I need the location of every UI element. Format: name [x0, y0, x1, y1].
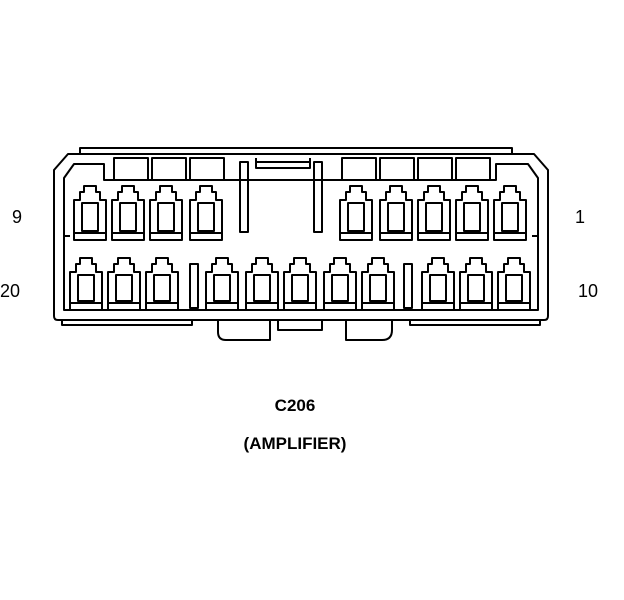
connector-id: C206 — [274, 396, 316, 415]
bottom-flange-right — [409, 319, 541, 326]
pin-cavity-bottom-15 — [283, 257, 317, 311]
pin-cavity-bottom-13 — [361, 257, 395, 311]
pin-label-top-right: 1 — [575, 207, 586, 227]
pin-label-top-left: 9 — [12, 207, 23, 227]
pin-cavity-bottom-16 — [245, 257, 279, 311]
divider-left — [189, 263, 199, 309]
connector-housing-inner — [63, 161, 539, 311]
pin-label-bottom-left: 20 — [0, 281, 21, 301]
divider-right — [403, 263, 413, 309]
connector-housing-outer — [53, 153, 549, 321]
bottom-latch-right — [345, 320, 393, 341]
bottom-latch-left — [217, 320, 271, 341]
pin-cavity-top-5 — [339, 185, 373, 241]
pin-cavities — [69, 185, 531, 311]
top-lock-tabs — [113, 157, 491, 181]
pin-cavity-top-6 — [189, 185, 223, 241]
center-key-right — [313, 179, 323, 233]
pin-cavity-top-4 — [379, 185, 413, 241]
pin-cavity-top-8 — [111, 185, 145, 241]
bottom-latch-center — [277, 319, 323, 331]
pin-cavity-bottom-14 — [323, 257, 357, 311]
pin-cavity-bottom-10 — [497, 257, 531, 311]
pin-label-bottom-right: 10 — [578, 281, 599, 301]
pin-cavity-top-1 — [493, 185, 527, 241]
pin-cavity-top-3 — [417, 185, 451, 241]
bottom-flange-left — [61, 319, 193, 326]
pin-cavity-bottom-17 — [205, 257, 239, 311]
pin-cavity-bottom-18 — [145, 257, 179, 311]
center-key-left — [239, 179, 249, 233]
pin-cavity-bottom-19 — [107, 257, 141, 311]
pin-cavity-top-7 — [149, 185, 183, 241]
connector-name: (AMPLIFIER) — [243, 434, 347, 453]
pin-cavity-bottom-12 — [421, 257, 455, 311]
pin-cavity-top-2 — [455, 185, 489, 241]
pin-cavity-bottom-11 — [459, 257, 493, 311]
pin-cavity-top-9 — [73, 185, 107, 241]
connector-top-rail — [79, 147, 513, 154]
pin-cavity-bottom-20 — [69, 257, 103, 311]
